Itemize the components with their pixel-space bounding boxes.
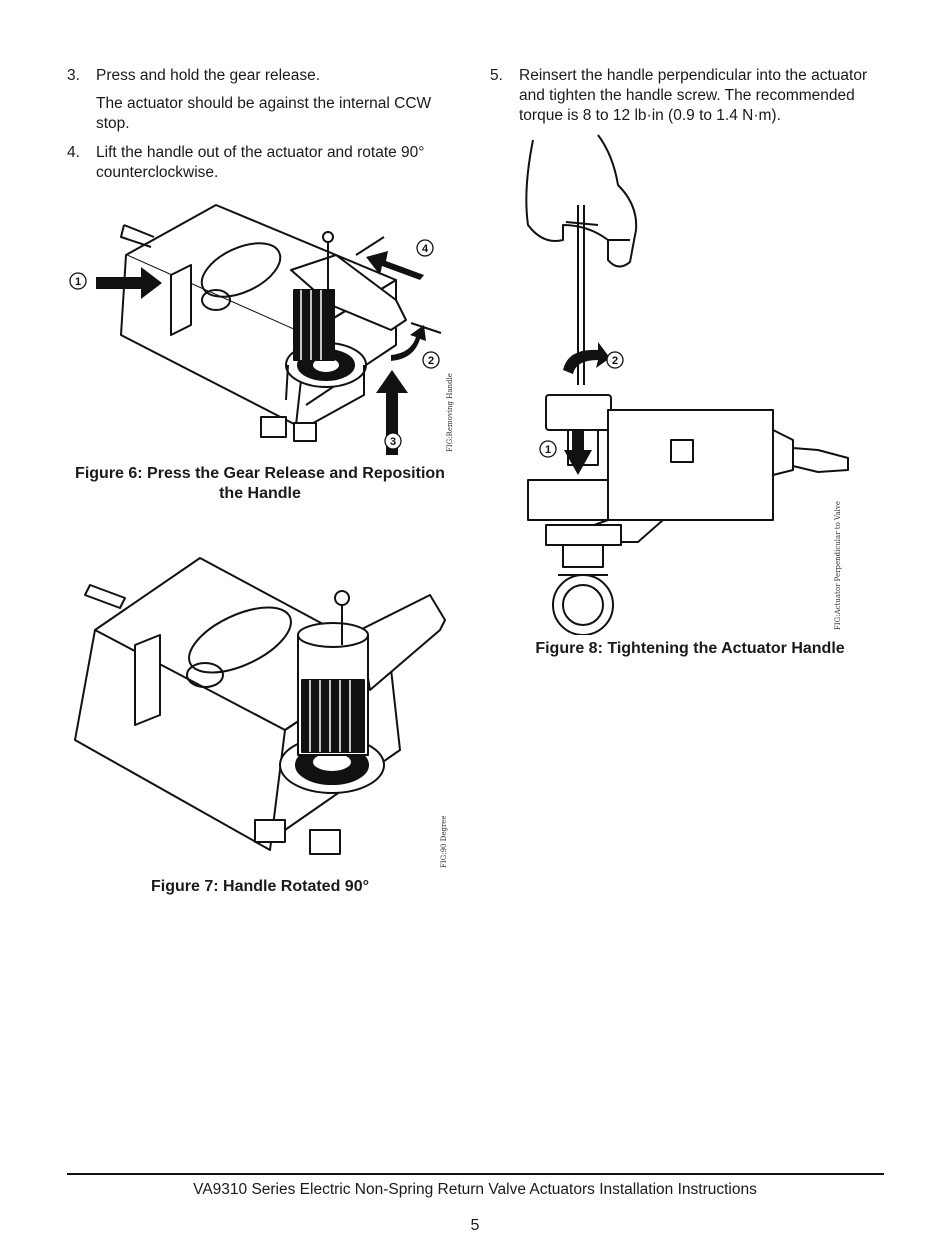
step-note: The actuator should be against the inter… [96,95,432,132]
callout-2: 2 [428,355,434,367]
step-number: 5. [490,67,503,84]
figure-7-caption: Figure 7: Handle Rotated 90° [151,878,369,895]
step-text: Lift the handle out of the actuator and … [96,144,425,181]
callout-2: 2 [612,355,618,367]
footer-title: VA9310 Series Electric Non-Spring Return… [193,1181,757,1198]
figure-7-tag: FIG:90 Degree [440,815,448,868]
figure-8-tag: FIG:Actuator Perpendicular to Valve [834,501,842,630]
callout-1: 1 [545,444,551,456]
footer-rule [67,1173,884,1175]
figure-6-tag: FIG:Removing Handle [446,373,454,452]
step-text: Reinsert the handle perpendicular into t… [519,67,868,124]
step-3-note: The actuator should be against the inter… [96,94,456,134]
step-number: 4. [67,144,80,161]
step-number: 3. [67,67,80,84]
callout-1: 1 [75,276,81,288]
figure-7-illustration [74,557,446,855]
page-number: 5 [470,1217,480,1234]
figure-8-caption: Figure 8: Tightening the Actuator Handle [535,640,845,657]
figure-8-illustration: 1 2 [525,134,849,635]
step-text: Press and hold the gear release. [96,67,321,84]
callout-3: 3 [390,436,396,448]
callout-4: 4 [422,243,429,255]
figure-6-illustration: 1 2 3 4 [69,204,442,455]
figure-6-caption: Figure 6: Press the Gear Release and Rep… [75,465,445,502]
